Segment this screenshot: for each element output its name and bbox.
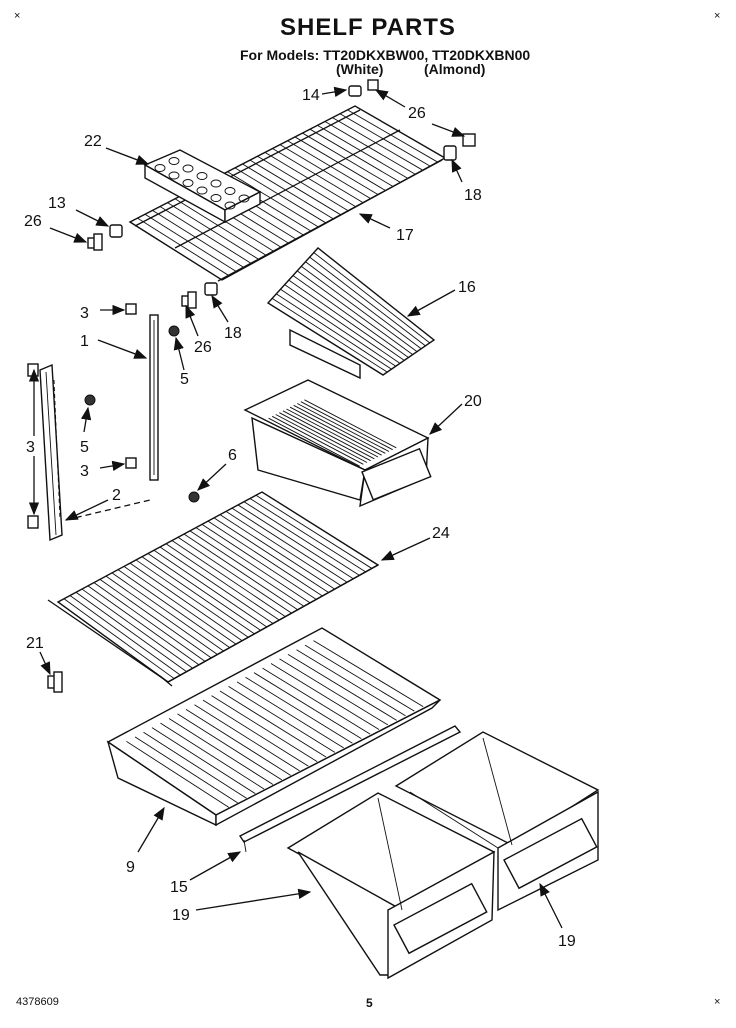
ice-cube-tray [143, 149, 262, 224]
callout-19-right: 19 [558, 933, 576, 950]
callout-19-left: 19 [172, 907, 190, 924]
shelf-clip-21 [47, 671, 63, 693]
corner-mark-top-left: × [14, 10, 21, 22]
callout-3-top: 3 [80, 305, 89, 322]
callout-5-left: 5 [80, 439, 89, 456]
page-title: SHELF PARTS [280, 14, 456, 41]
callout-24: 24 [432, 525, 450, 542]
callout-2: 2 [112, 487, 121, 504]
callout-3-left: 3 [26, 439, 35, 456]
callout-17: 17 [396, 227, 414, 244]
callout-26-mid: 26 [194, 339, 212, 356]
page-number: 5 [366, 996, 373, 1010]
callout-15: 15 [170, 879, 188, 896]
crisper-cover-frame [266, 247, 436, 380]
callout-26-top: 26 [408, 105, 426, 122]
shelf-clip-26-top [367, 79, 476, 147]
shelf-rail-right [149, 314, 159, 481]
callout-18-mid: 18 [224, 325, 242, 342]
meat-pan-drawer [243, 379, 432, 508]
callout-6: 6 [228, 447, 237, 464]
callout-20: 20 [464, 393, 482, 410]
corner-mark-bottom-right: × [714, 996, 721, 1008]
callout-22: 22 [84, 133, 102, 150]
screws [84, 325, 200, 503]
shelf-clip-26-left [87, 233, 103, 251]
callout-9: 9 [126, 859, 135, 876]
callout-26-left: 26 [24, 213, 42, 230]
shelf-clip-26-mid [181, 291, 197, 309]
document-code: 4378609 [16, 996, 59, 1008]
shelf-clip-13 [109, 224, 123, 238]
crisper-drawer-right [394, 731, 600, 912]
shelf-rail-left [39, 363, 63, 542]
shelf-clip-18-top [443, 145, 457, 161]
callout-18-top: 18 [464, 187, 482, 204]
variant-white: (White) [336, 61, 384, 77]
crisper-cover-tray [106, 627, 442, 827]
corner-mark-top-right: × [714, 10, 721, 22]
callout-3-bottom: 3 [80, 463, 89, 480]
leader-lines [28, 86, 563, 929]
upper-wire-shelf [128, 105, 447, 282]
divider-strip [238, 725, 462, 853]
callout-1: 1 [80, 333, 89, 350]
callout-14: 14 [302, 87, 320, 104]
crisper-drawer-left [286, 792, 496, 980]
callout-5-mid: 5 [180, 371, 189, 388]
shelf-clip-18-mid [204, 282, 218, 296]
lower-wire-shelf [47, 491, 380, 687]
shelf-clip-14 [348, 85, 362, 97]
callout-16: 16 [458, 279, 476, 296]
models-line: For Models: TT20DKXBW00, TT20DKXBN00 [240, 47, 531, 63]
callout-13: 13 [48, 195, 66, 212]
variant-almond: (Almond) [424, 61, 486, 77]
callout-labels: 14 26 22 18 13 26 17 16 3 26 18 1 5 20 3… [24, 87, 576, 950]
callout-21: 21 [26, 635, 44, 652]
